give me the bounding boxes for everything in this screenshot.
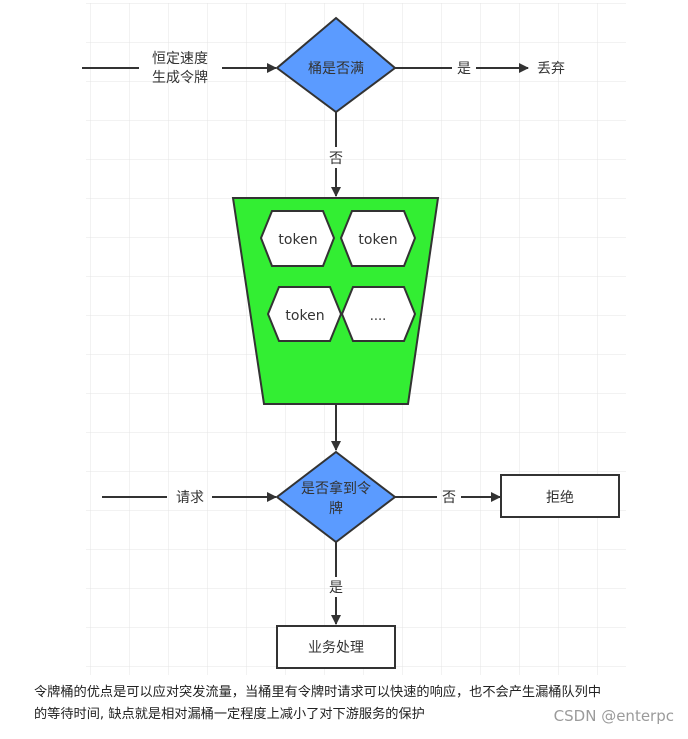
- edge-full-yes-label: 是: [457, 61, 471, 77]
- edge-got-yes-label: 是: [329, 580, 343, 596]
- caption-line-2: 的等待时间, 缺点就是相对漏桶一定程度上减小了对下游服务的保护: [34, 707, 425, 722]
- csdn-watermark: CSDN @enterpc: [553, 707, 674, 725]
- caption-line-1: 令牌桶的优点是可以应对突发流量，当桶里有令牌时请求可以快速的响应，也不会产生漏桶…: [34, 685, 602, 700]
- token-hexagon-2: [339, 210, 417, 267]
- process-box: [276, 625, 396, 669]
- decision-got-token-label-1: 是否拿到令: [301, 480, 371, 497]
- caption: 令牌桶的优点是可以应对突发流量，当桶里有令牌时请求可以快速的响应，也不会产生漏桶…: [34, 682, 674, 726]
- process-label: 业务处理: [308, 640, 364, 656]
- edge-got-no-label: 否: [442, 490, 456, 506]
- reject-box: [500, 474, 620, 518]
- token-label-1: token: [278, 232, 317, 248]
- token-label-2: token: [358, 232, 397, 248]
- token-label-4: ....: [370, 309, 387, 324]
- input-label-line-1: 恒定速度: [152, 51, 208, 67]
- reject-label: 拒绝: [546, 490, 574, 506]
- edge-full-no-label: 否: [329, 151, 343, 167]
- token-hexagon-3: [266, 286, 343, 342]
- input-label-line-2: 生成令牌: [152, 69, 208, 86]
- request-label: 请求: [176, 490, 204, 506]
- token-label-3: token: [285, 308, 324, 324]
- decision-bucket-full-label: 桶是否满: [308, 61, 364, 77]
- token-hexagon-1: [259, 210, 336, 267]
- token-bucket-flowchart: 恒定速度 生成令牌 桶是否满 是 丢弃 否 token token token …: [82, 3, 626, 675]
- token-hexagon-4: [340, 286, 417, 342]
- decision-got-token-label-2: 牌: [329, 500, 343, 517]
- discard-label: 丢弃: [537, 61, 565, 77]
